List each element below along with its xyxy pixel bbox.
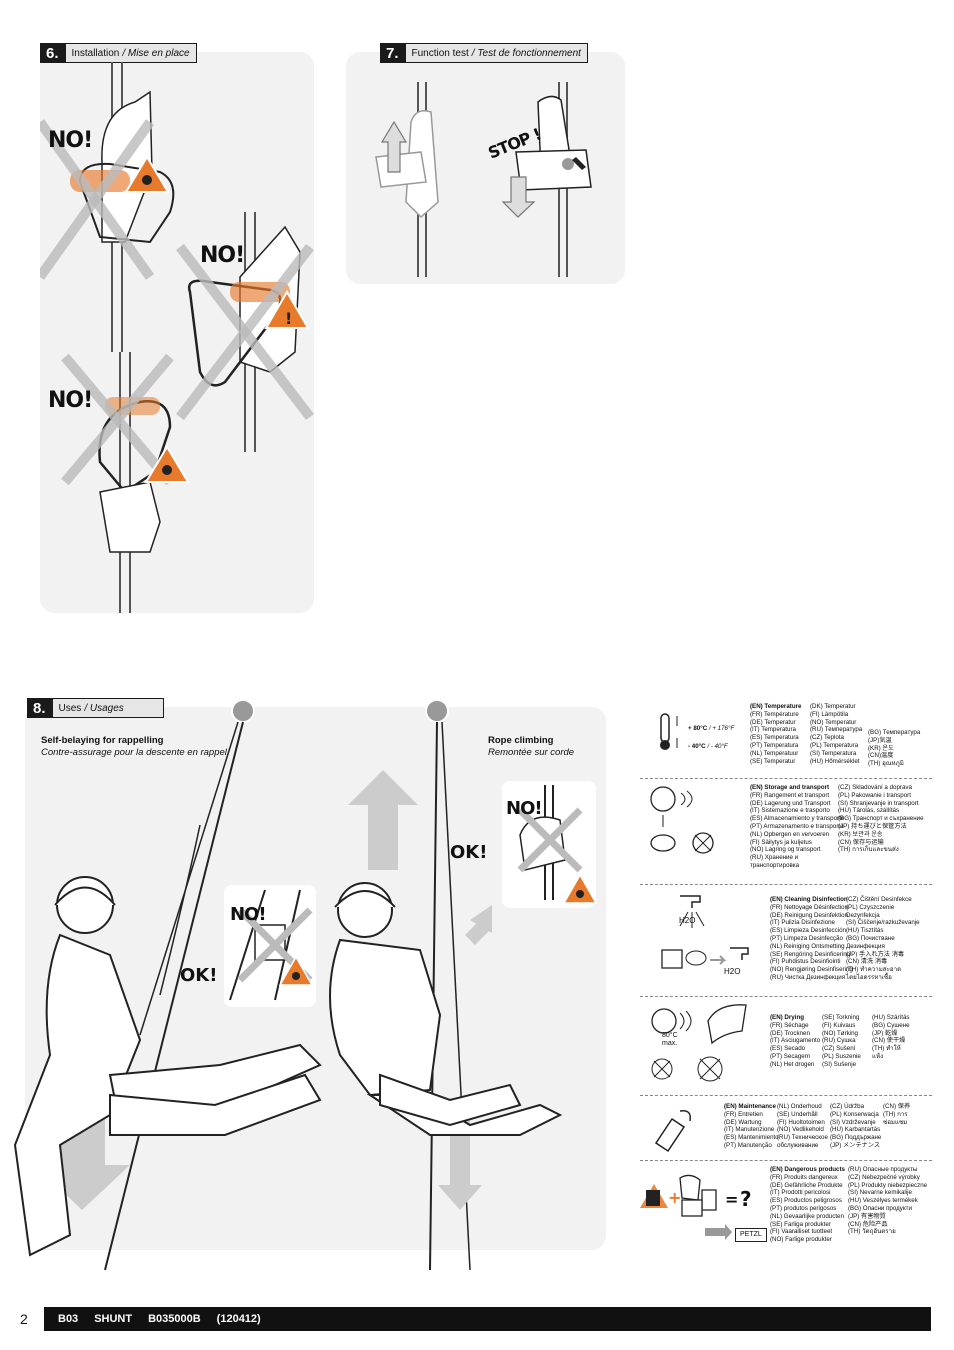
section-number: 8. <box>27 698 52 718</box>
temperature-col3: (BG) Температура(JP)気温(KR) 온도(CN)温度(TH) … <box>868 729 921 768</box>
section-number: 7. <box>380 43 405 63</box>
footer-date: (120412) <box>216 1313 261 1325</box>
function-test-illustration <box>375 82 592 277</box>
uses-illustration <box>13 699 598 1270</box>
storage-icon <box>650 786 714 854</box>
section-number: 6. <box>40 43 65 63</box>
installation-illustration: ! <box>40 62 314 613</box>
oil-can-icon <box>654 1109 692 1153</box>
section-title-fr: / Mise en place <box>122 47 190 59</box>
care-col2: (NL) Onderhoud(SE) Underhåll(FI) Huoltot… <box>777 1103 828 1149</box>
cleaning-icon <box>661 895 749 969</box>
drying-col3: (HU) Szárítás(BG) Сушене(JP) 乾燥(CN) 使干燥(… <box>872 1014 910 1060</box>
storage-col1: (EN) Storage and transport(FR) Rangement… <box>750 784 845 869</box>
plus-sign: + <box>668 1188 682 1207</box>
temperature-values: + 80°C / + 176°F - 40°C / - 40°F <box>688 725 735 750</box>
no-label: NO! <box>48 128 93 153</box>
caption-rappelling-fr: Contre-assurage pour la descente en rapp… <box>41 747 227 758</box>
no-label: NO! <box>506 798 543 819</box>
equals-sign: = <box>725 1190 739 1209</box>
care-col3: (CZ) Údržba(PL) Konserwacja(SI) Vzdrževa… <box>830 1103 882 1149</box>
section-title-fr: / Usages <box>84 702 124 714</box>
section-header-installation: 6. Installation/ Mise en place <box>40 43 197 63</box>
divider <box>640 1095 932 1096</box>
drying-col2: (SE) Torkning(FI) Kuivaus(NO) Tørking(RU… <box>822 1014 861 1068</box>
thermometer-icon <box>660 713 678 750</box>
ok-label: OK! <box>450 842 488 863</box>
drying-col1: (EN) Drying(FR) Séchage(DE) Trocknen(IT)… <box>770 1014 821 1068</box>
section-title: Function test <box>411 47 469 59</box>
h2o-label: H2O <box>679 916 696 925</box>
footer-code: B03 <box>58 1313 79 1325</box>
divider <box>640 884 932 885</box>
divider <box>640 778 932 779</box>
svg-text:!: ! <box>285 309 292 328</box>
footer-ref: B035000B <box>148 1313 201 1325</box>
divider <box>640 996 932 997</box>
dangerous-products-icon <box>640 1174 732 1240</box>
question-mark: ? <box>740 1187 752 1211</box>
section-title: Uses <box>58 702 82 714</box>
no-label: NO! <box>200 243 245 268</box>
caption-rope-climbing: Rope climbing <box>488 735 554 746</box>
dangerous-col1: (EN) Dangerous products(FR) Produits dan… <box>770 1166 845 1244</box>
ok-label: OK! <box>180 965 218 986</box>
caption-rappelling: Self-belaying for rappelling <box>41 735 164 746</box>
petzl-box: PETZL <box>735 1228 767 1242</box>
caption-rope-climbing-fr: Remontée sur corde <box>488 747 575 758</box>
divider <box>640 1160 932 1161</box>
care-col1: (EN) Maintenance(FR) Entretien(DE) Wartu… <box>724 1103 779 1149</box>
no-label: NO! <box>48 388 93 413</box>
section-title-fr: / Test de fonctionnement <box>471 47 581 59</box>
footer-bar: B03 SHUNT B035000B (120412) <box>44 1307 931 1331</box>
dangerous-col2: (RU) Опасные продукты(CZ) Nebezpečné výr… <box>848 1166 928 1236</box>
footer-product: SHUNT <box>94 1313 133 1325</box>
temperature-col1: (EN) Temperature(FR) Température(DE) Tem… <box>750 703 802 765</box>
section-header-function-test: 7. Function test/ Test de fonctionnement <box>380 43 588 63</box>
cleaning-col1: (EN) Cleaning Disinfection(FR) Nettoyage… <box>770 896 853 981</box>
h2o-label: H2O <box>724 967 741 976</box>
care-col4: (CN) 保养(TH) การซ่อมแซม <box>883 1103 911 1126</box>
no-label: NO! <box>230 904 267 925</box>
section-title: Installation <box>71 47 120 59</box>
drying-icon <box>651 1004 747 1082</box>
page-number: 2 <box>20 1311 28 1327</box>
temperature-col2: (DK) Temperatur(FI) Lämpötila(NO) Temper… <box>810 703 863 765</box>
storage-col2: (CZ) Skladování a doprava(PL) Pakowanie … <box>838 784 924 854</box>
section-header-uses: 8. Uses/ Usages <box>27 698 164 718</box>
